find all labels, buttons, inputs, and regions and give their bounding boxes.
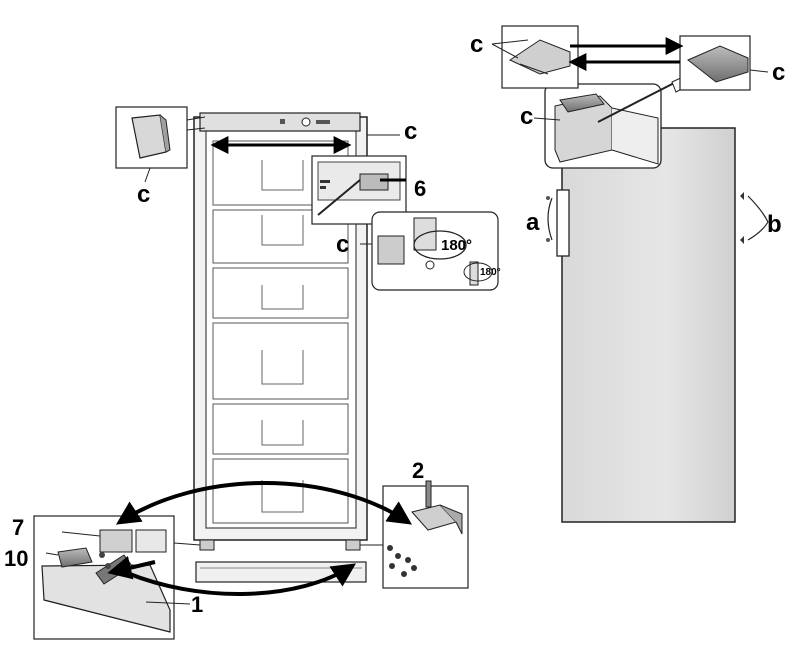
label-2: 2: [412, 458, 424, 483]
label-a: a: [526, 209, 540, 236]
screwdriver-icon: [317, 179, 361, 216]
label-1: 1: [191, 592, 203, 617]
label-b: b: [767, 211, 782, 238]
label-180-small: 180°: [480, 267, 501, 278]
top-hinge-detail: [311, 134, 407, 225]
cover-detail-topleft: [115, 106, 206, 183]
rotation-detail: [360, 211, 499, 291]
door-handle: [556, 189, 570, 257]
base-plinth: [195, 561, 367, 583]
door-cover-icon: [559, 93, 605, 113]
label-c-topleft: c: [137, 181, 150, 208]
hole-plugs-b: [740, 192, 744, 244]
bottom-hinge-detail: [360, 480, 469, 589]
rotate-arrow-icon: [413, 230, 467, 260]
cover-part-right-icon: [687, 45, 749, 83]
label-7: 7: [12, 515, 24, 540]
hinge-swap-arrow-bottom: [119, 563, 357, 596]
hinge-pin-icon: [425, 480, 432, 508]
label-10: 10: [4, 546, 28, 571]
cover-10-icon: [57, 547, 93, 568]
label-180-large: 180°: [441, 237, 472, 254]
door-screwdriver-icon: [597, 79, 681, 123]
label-c-swap-left: c: [470, 31, 483, 58]
label-c-hinge: c: [404, 118, 417, 145]
bottom-left-detail: [33, 515, 201, 640]
label-6: 6: [414, 176, 426, 201]
thermostat-knob: [301, 117, 311, 127]
hinge-plate-icon: [359, 173, 389, 191]
label-c-door: c: [520, 103, 533, 130]
label-c-rotation: c: [336, 231, 349, 258]
freezer-door: [546, 127, 769, 523]
hinge-swap-arrow-top: [115, 481, 412, 525]
label-c-swap-right: c: [772, 59, 785, 86]
hinge-cover-icon: [377, 235, 405, 265]
cover-swap-detail: [491, 25, 769, 91]
